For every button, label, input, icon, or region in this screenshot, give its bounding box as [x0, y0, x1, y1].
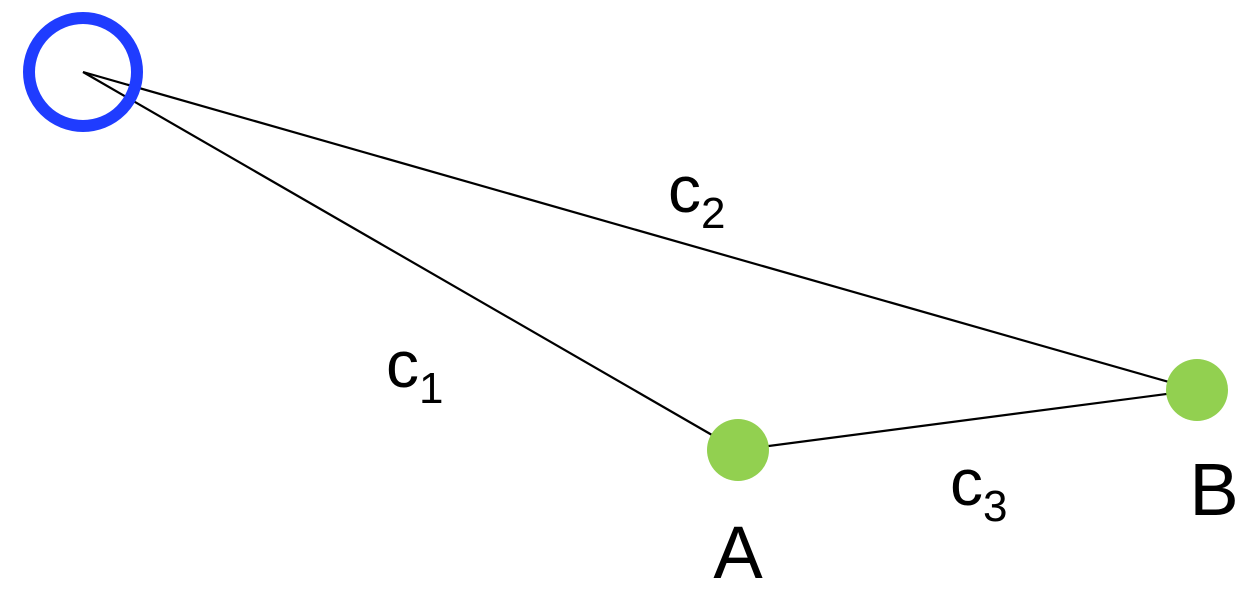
edge-label-c3: c3 [950, 445, 1007, 531]
edge-c2 [82, 70, 1198, 392]
edge-label-c1-subscript: 1 [419, 364, 443, 413]
edge-label-c3-base: c [950, 445, 983, 519]
point-b-label: B [1189, 448, 1238, 531]
edge-c3 [737, 388, 1198, 452]
edge-c1 [82, 71, 739, 451]
edge-label-c2: c2 [668, 152, 725, 238]
edge-label-c2-base: c [668, 152, 701, 226]
edge-label-c1: c1 [386, 327, 443, 413]
point-a [707, 419, 769, 481]
edge-label-c3-subscript: 3 [983, 482, 1007, 531]
edge-label-c2-subscript: 2 [701, 189, 725, 238]
point-a-label: A [713, 511, 763, 594]
edge-label-c1-base: c [386, 327, 419, 401]
point-b [1166, 359, 1228, 421]
origin-ring [23, 12, 143, 132]
